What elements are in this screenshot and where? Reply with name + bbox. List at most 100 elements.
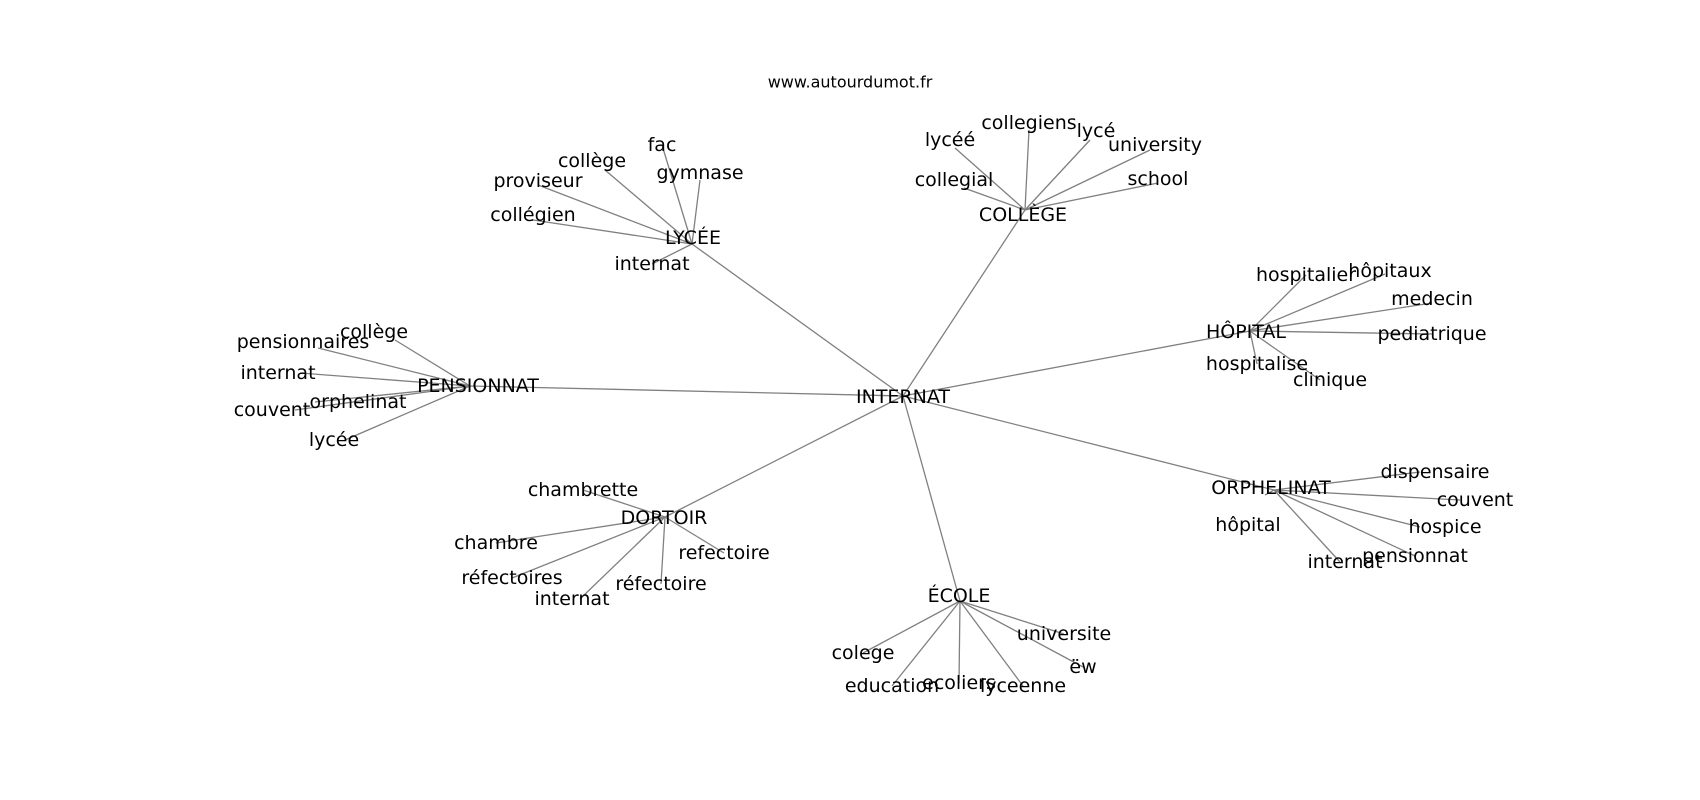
leaf-node-hopital: hôpitaux [1348,260,1431,282]
leaf-node-dortoir: réfectoires [461,567,562,589]
leaf-node-hopital: hospitalise [1206,353,1308,375]
leaf-node-orphelinat: dispensaire [1381,461,1490,483]
edge-ecole-leaf [959,600,1024,687]
edge-root-to-hopital [902,330,1251,397]
edge-lycee-leaf [691,179,701,245]
edge-orphelinat-leaf [1264,489,1275,496]
leaf-node-college: university [1108,134,1202,156]
cluster-node-pensionnat: PENSIONNAT [417,375,539,397]
leaf-node-college: collegiens [981,112,1076,134]
cluster-node-ecole: ÉCOLE [928,584,991,607]
leaf-node-dortoir: réfectoire [615,573,706,595]
cluster-node-lycee: LYCÉE [665,226,721,249]
edge-ecole-leaf [959,600,1084,668]
edge-pensionnat-leaf [299,372,471,387]
edge-college-leaf [1024,129,1030,211]
edge-root-to-dortoir [664,395,904,518]
leaf-node-college: lycé [1077,120,1116,142]
leaf-node-lycee: internat [614,253,689,275]
edge-hopital-leaf [1249,330,1321,381]
site-url: www.autourdumot.fr [768,73,933,92]
edge-orphelinat-leaf [1273,489,1461,501]
edge-lycee-leaf [661,144,693,245]
leaf-node-ecole: education [845,675,939,697]
leaf-node-hopital: medecin [1391,288,1473,310]
edge-pensionnat-leaf [294,385,471,411]
edge-orphelinat-leaf [1273,489,1341,563]
cluster-node-hopital: HÔPITAL [1206,319,1286,343]
leaf-node-orphelinat: internat [1307,551,1382,573]
leaf-node-pensionnat: orphelinat [310,391,407,413]
leaf-node-hopital: hospitalier [1256,264,1356,286]
leaf-node-ecole: universite [1017,623,1111,645]
leaf-node-hopital: clinique [1293,369,1367,391]
edge-pensionnat-leaf [317,347,471,387]
edge-lycee-leaf [532,219,693,245]
edge-root-to-ecole [902,395,961,602]
edge-college-leaf [1024,149,1151,211]
edge-ecole-leaf [959,600,1065,635]
edge-dortoir-leaf [511,516,666,579]
leaf-node-pensionnat: lycée [309,429,359,451]
edge-ecole-leaf [891,600,961,687]
edge-lycee-leaf [537,184,693,245]
leaf-node-ecole: ecoliers [922,672,996,694]
leaf-node-dortoir: chambrette [528,479,638,501]
edge-orphelinat-leaf [1273,489,1416,557]
cluster-node-college: COLLÈGE [979,203,1067,226]
edge-hopital-leaf [1249,274,1307,332]
leaf-node-lycee: proviseur [493,170,582,192]
edge-orphelinat-leaf [1273,471,1421,491]
leaf-node-college: school [1128,168,1189,190]
edge-root-to-lycee [691,243,904,397]
leaf-node-orphelinat: couvent [1437,489,1514,511]
cluster-node-dortoir: DORTOIR [621,507,708,529]
graph-labels: www.autourdumot.fr INTERNAT LYCÉE fac gymn… [234,73,1514,698]
leaf-node-dortoir: chambre [454,532,538,554]
edge-root-to-pensionnat [469,385,904,397]
leaf-node-college: lycéé [925,129,975,151]
edge-hopital-leaf [1249,330,1258,365]
edge-root-to-orphelinat [902,395,1275,491]
edge-dortoir-leaf [579,516,666,600]
edge-college-leaf [1024,139,1091,211]
leaf-node-lycee: fac [648,134,677,156]
edge-orphelinat-leaf [1273,489,1421,528]
leaf-node-hopital: pediatrique [1377,323,1486,345]
edge-lycee-leaf [651,243,693,265]
leaf-node-lycee: collégien [490,204,575,226]
leaf-node-pensionnat: collège [340,321,408,343]
edge-hopital-leaf [1249,273,1386,332]
edge-dortoir-leaf [582,489,666,518]
leaf-node-orphelinat: hôpital [1215,514,1280,536]
edge-root-to-college [902,209,1026,397]
leaf-node-orphelinat: hospice [1408,516,1481,538]
leaf-node-pensionnat: couvent [234,399,311,421]
edge-dortoir-leaf [660,516,666,585]
leaf-node-lycee: gymnase [656,162,743,184]
leaf-node-ecole: colege [832,642,895,664]
edge-hopital-leaf [1249,330,1433,335]
edge-ecole-leaf [958,600,961,684]
edge-pensionnat-leaf [344,385,471,441]
edge-ecole-leaf [862,600,961,654]
edge-lycee-leaf [604,169,693,245]
edge-hopital-leaf [1249,302,1433,332]
leaf-node-dortoir: refectoire [678,542,769,564]
leaf-node-ecole: lyceenne [980,675,1066,697]
edge-dortoir-leaf [495,516,666,544]
leaf-node-college: collegial [915,169,994,191]
edge-college-leaf [1024,182,1159,211]
leaf-node-pensionnat: pensionnaires [237,331,370,353]
edge-pensionnat-leaf [394,339,471,387]
leaf-node-ecole: ëw [1069,656,1096,678]
leaf-node-dortoir: internat [534,588,609,610]
leaf-node-orphelinat: pensionnat [1362,545,1468,567]
edge-college-leaf [963,187,1026,211]
leaf-node-pensionnat: internat [240,362,315,384]
edge-college-leaf [954,147,1026,211]
leaf-node-lycee: collège [558,150,626,172]
root-node-label: INTERNAT [856,386,950,408]
edge-dortoir-leaf [664,516,725,554]
